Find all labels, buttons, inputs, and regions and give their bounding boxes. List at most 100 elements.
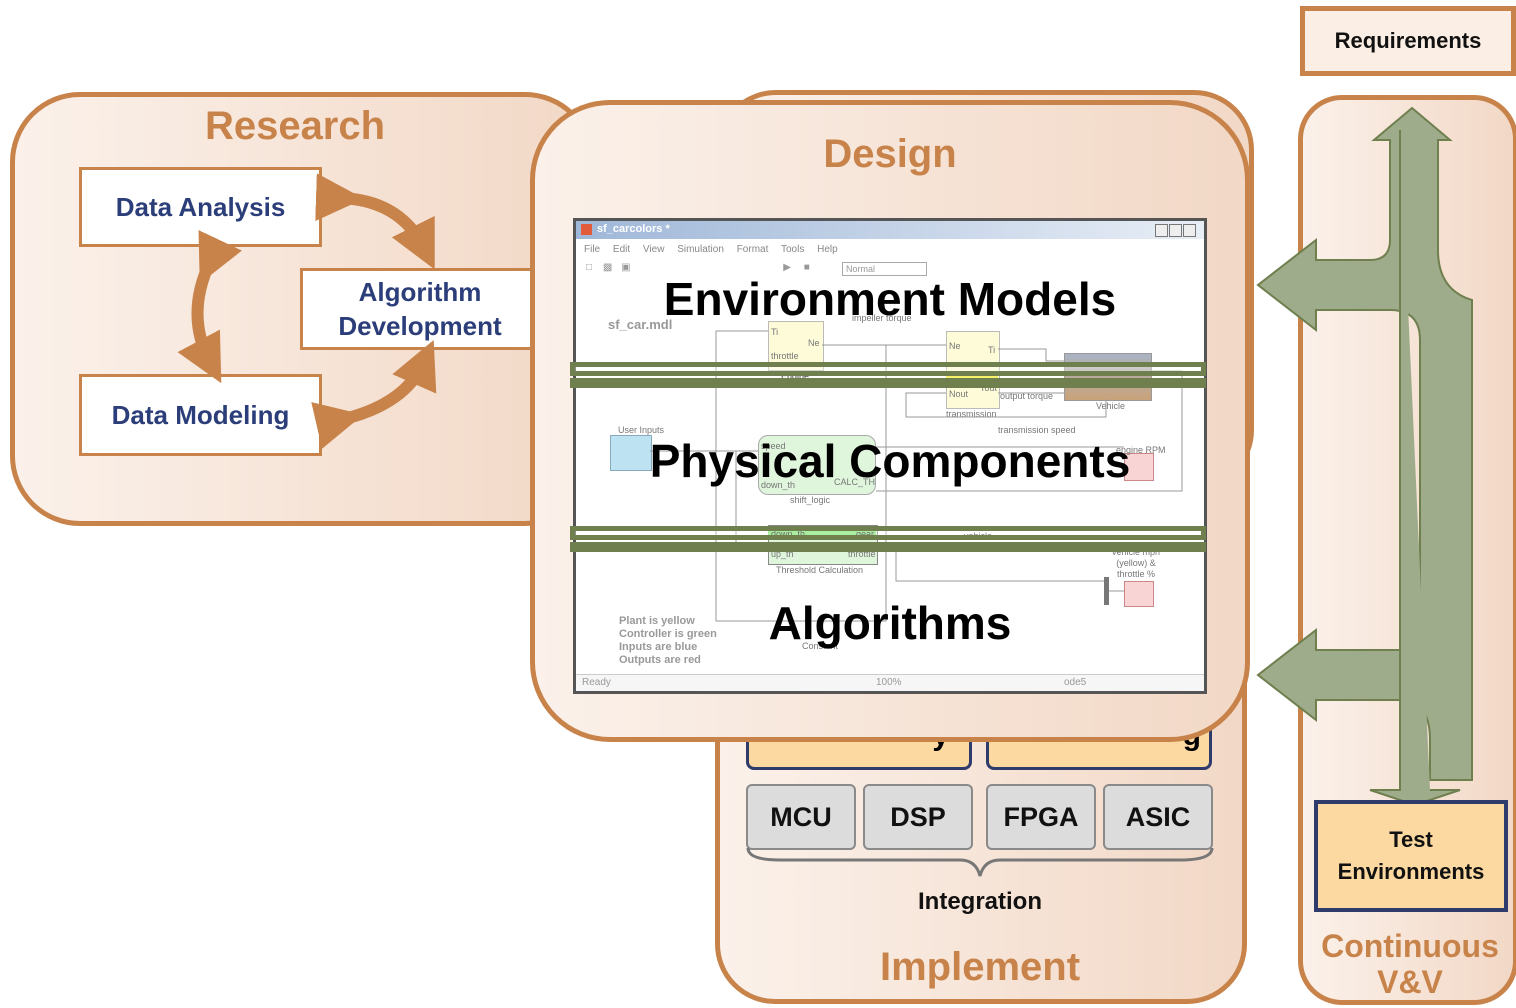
stop-icon[interactable]: ■ — [803, 262, 810, 273]
layer-band-bottom-2 — [570, 542, 1206, 552]
menu-edit[interactable]: Edit — [612, 244, 631, 255]
menu-simulation[interactable]: Simulation — [677, 244, 724, 255]
menu-help[interactable]: Help — [817, 244, 838, 255]
engine-label: Engine — [781, 371, 810, 381]
transmission-highlight — [946, 371, 998, 381]
toolbar: □ ▩ ▣ ▶ ■ Normal — [586, 262, 1204, 276]
vv-arrow — [1256, 106, 1473, 807]
vehicle-label: Vehicle — [1096, 401, 1126, 411]
chip-asic: ASIC — [1103, 784, 1213, 850]
layer-algorithms: Algorithms — [768, 597, 1012, 649]
arrow-analysis-algorithm — [315, 173, 435, 270]
layer-band-top-2 — [570, 378, 1206, 388]
data-modeling-box: Data Modeling — [79, 374, 322, 456]
test-env-line1: Test — [1389, 827, 1433, 852]
minimize-button[interactable] — [1155, 224, 1168, 237]
trans-port-ne: Ne — [949, 341, 961, 351]
engine-port-ne: Ne — [808, 338, 820, 348]
shift-logic-label: shift_logic — [790, 495, 831, 505]
vv-title-line2: V&V — [1377, 964, 1443, 1000]
transmission-label: transmission — [946, 409, 997, 419]
vv-title: Continuous V&V — [1300, 928, 1516, 1000]
chip-dsp: DSP — [863, 784, 973, 850]
vehicle-mph-scope[interactable] — [1124, 581, 1154, 607]
threshold-port-down: down_th — [771, 529, 806, 539]
legend-controller: Controller is green — [619, 628, 717, 640]
trans-port-nout: Nout — [949, 389, 969, 399]
transmission-block[interactable] — [946, 331, 1000, 409]
open-icon[interactable]: ▩ — [602, 262, 613, 273]
window-title: sf_carcolors * — [597, 223, 670, 235]
implement-title: Implement — [879, 945, 1081, 989]
constant-label: Constant — [802, 641, 839, 651]
menu-bar: File Edit View Simulation Format Tools H… — [584, 244, 838, 255]
mux-block — [1104, 577, 1109, 605]
save-icon[interactable]: ▣ — [621, 262, 631, 273]
shift-logic-calc: CALC_TH — [834, 477, 876, 487]
trans-port-tout: Tout — [980, 383, 998, 393]
arrow-modeling-algorithm — [311, 340, 437, 449]
requirements-box: Requirements — [1300, 6, 1516, 76]
shift-logic-port-down: down_th — [761, 480, 796, 490]
new-icon[interactable]: □ — [586, 262, 593, 273]
data-modeling-label: Data Modeling — [111, 400, 290, 430]
engine-rpm-label: engine RPM — [1116, 445, 1166, 455]
threshold-port-up: up_th — [771, 549, 794, 559]
vv-title-line1: Continuous — [1321, 928, 1499, 964]
requirements-label: Requirements — [1334, 28, 1482, 53]
model-name: sf_car.mdl — [608, 317, 673, 332]
trans-port-ti: Ti — [988, 345, 996, 355]
algorithm-label-line1: Algorithm — [358, 277, 482, 307]
status-solver: ode5 — [1064, 677, 1087, 688]
window-titlebar[interactable]: sf_carcolors * — [576, 221, 1204, 239]
vehicle-mph-label: vehicle mph (yellow) & throttle % — [1111, 547, 1161, 579]
threshold-port-gear: gear — [856, 529, 875, 539]
research-title: Research — [204, 104, 386, 148]
chip-mcu: MCU — [746, 784, 856, 850]
transmission-speed-label: transmission speed — [998, 425, 1076, 435]
engine-port-throttle: throttle — [771, 351, 799, 361]
legend-outputs: Outputs are red — [619, 654, 701, 666]
status-zoom: 100% — [876, 677, 902, 688]
research-arrows — [177, 173, 437, 449]
close-button[interactable] — [1183, 224, 1196, 237]
menu-view[interactable]: View — [642, 244, 665, 255]
vehicle-block[interactable] — [1064, 353, 1152, 401]
threshold-label: Threshold Calculation — [776, 565, 864, 575]
integration-brace — [746, 847, 1214, 877]
simulink-window: sf_carcolors * File Edit View Simulation… — [573, 218, 1207, 694]
menu-format[interactable]: Format — [736, 244, 769, 255]
threshold-port-throttle: throttle — [848, 549, 876, 559]
algorithm-development-box: Algorithm Development — [300, 268, 540, 350]
layer-band-bottom-1 — [570, 526, 1206, 540]
menu-tools[interactable]: Tools — [780, 244, 805, 255]
user-inputs-label: User Inputs — [618, 425, 665, 435]
engine-port-ti: Ti — [771, 327, 779, 337]
chip-fpga: FPGA — [986, 784, 1096, 850]
layer-physical-components: Physical Components — [649, 435, 1131, 487]
mode-select-value: Normal — [846, 264, 876, 274]
shift-logic-port-speed: speed — [761, 441, 786, 451]
shift-logic-block[interactable] — [758, 435, 876, 495]
menu-file[interactable]: File — [584, 244, 601, 255]
status-ready: Ready — [582, 677, 611, 688]
legend-inputs: Inputs are blue — [619, 641, 698, 653]
test-env-line2: Environments — [1337, 859, 1485, 884]
run-icon[interactable]: ▶ — [783, 262, 791, 273]
layer-band-top-1 — [570, 362, 1206, 376]
mode-select[interactable]: Normal — [842, 262, 927, 276]
output-torque-label: output torque — [1000, 391, 1054, 401]
design-title: Design — [823, 132, 957, 176]
color-legend: Plant is yellow Controller is green Inpu… — [619, 615, 717, 667]
maximize-button[interactable] — [1169, 224, 1182, 237]
integration-label: Integration — [918, 888, 1042, 915]
signal-lines — [650, 330, 1183, 622]
window-icon — [581, 224, 592, 235]
user-inputs-block[interactable] — [610, 435, 652, 471]
status-bar: Ready 100% ode5 — [576, 674, 1204, 691]
legend-plant: Plant is yellow — [619, 615, 695, 627]
threshold-highlight — [768, 529, 876, 539]
data-analysis-label: Data Analysis — [115, 192, 286, 222]
layer-environment-models: Environment Models — [663, 273, 1117, 325]
engine-rpm-scope[interactable] — [1124, 453, 1154, 481]
